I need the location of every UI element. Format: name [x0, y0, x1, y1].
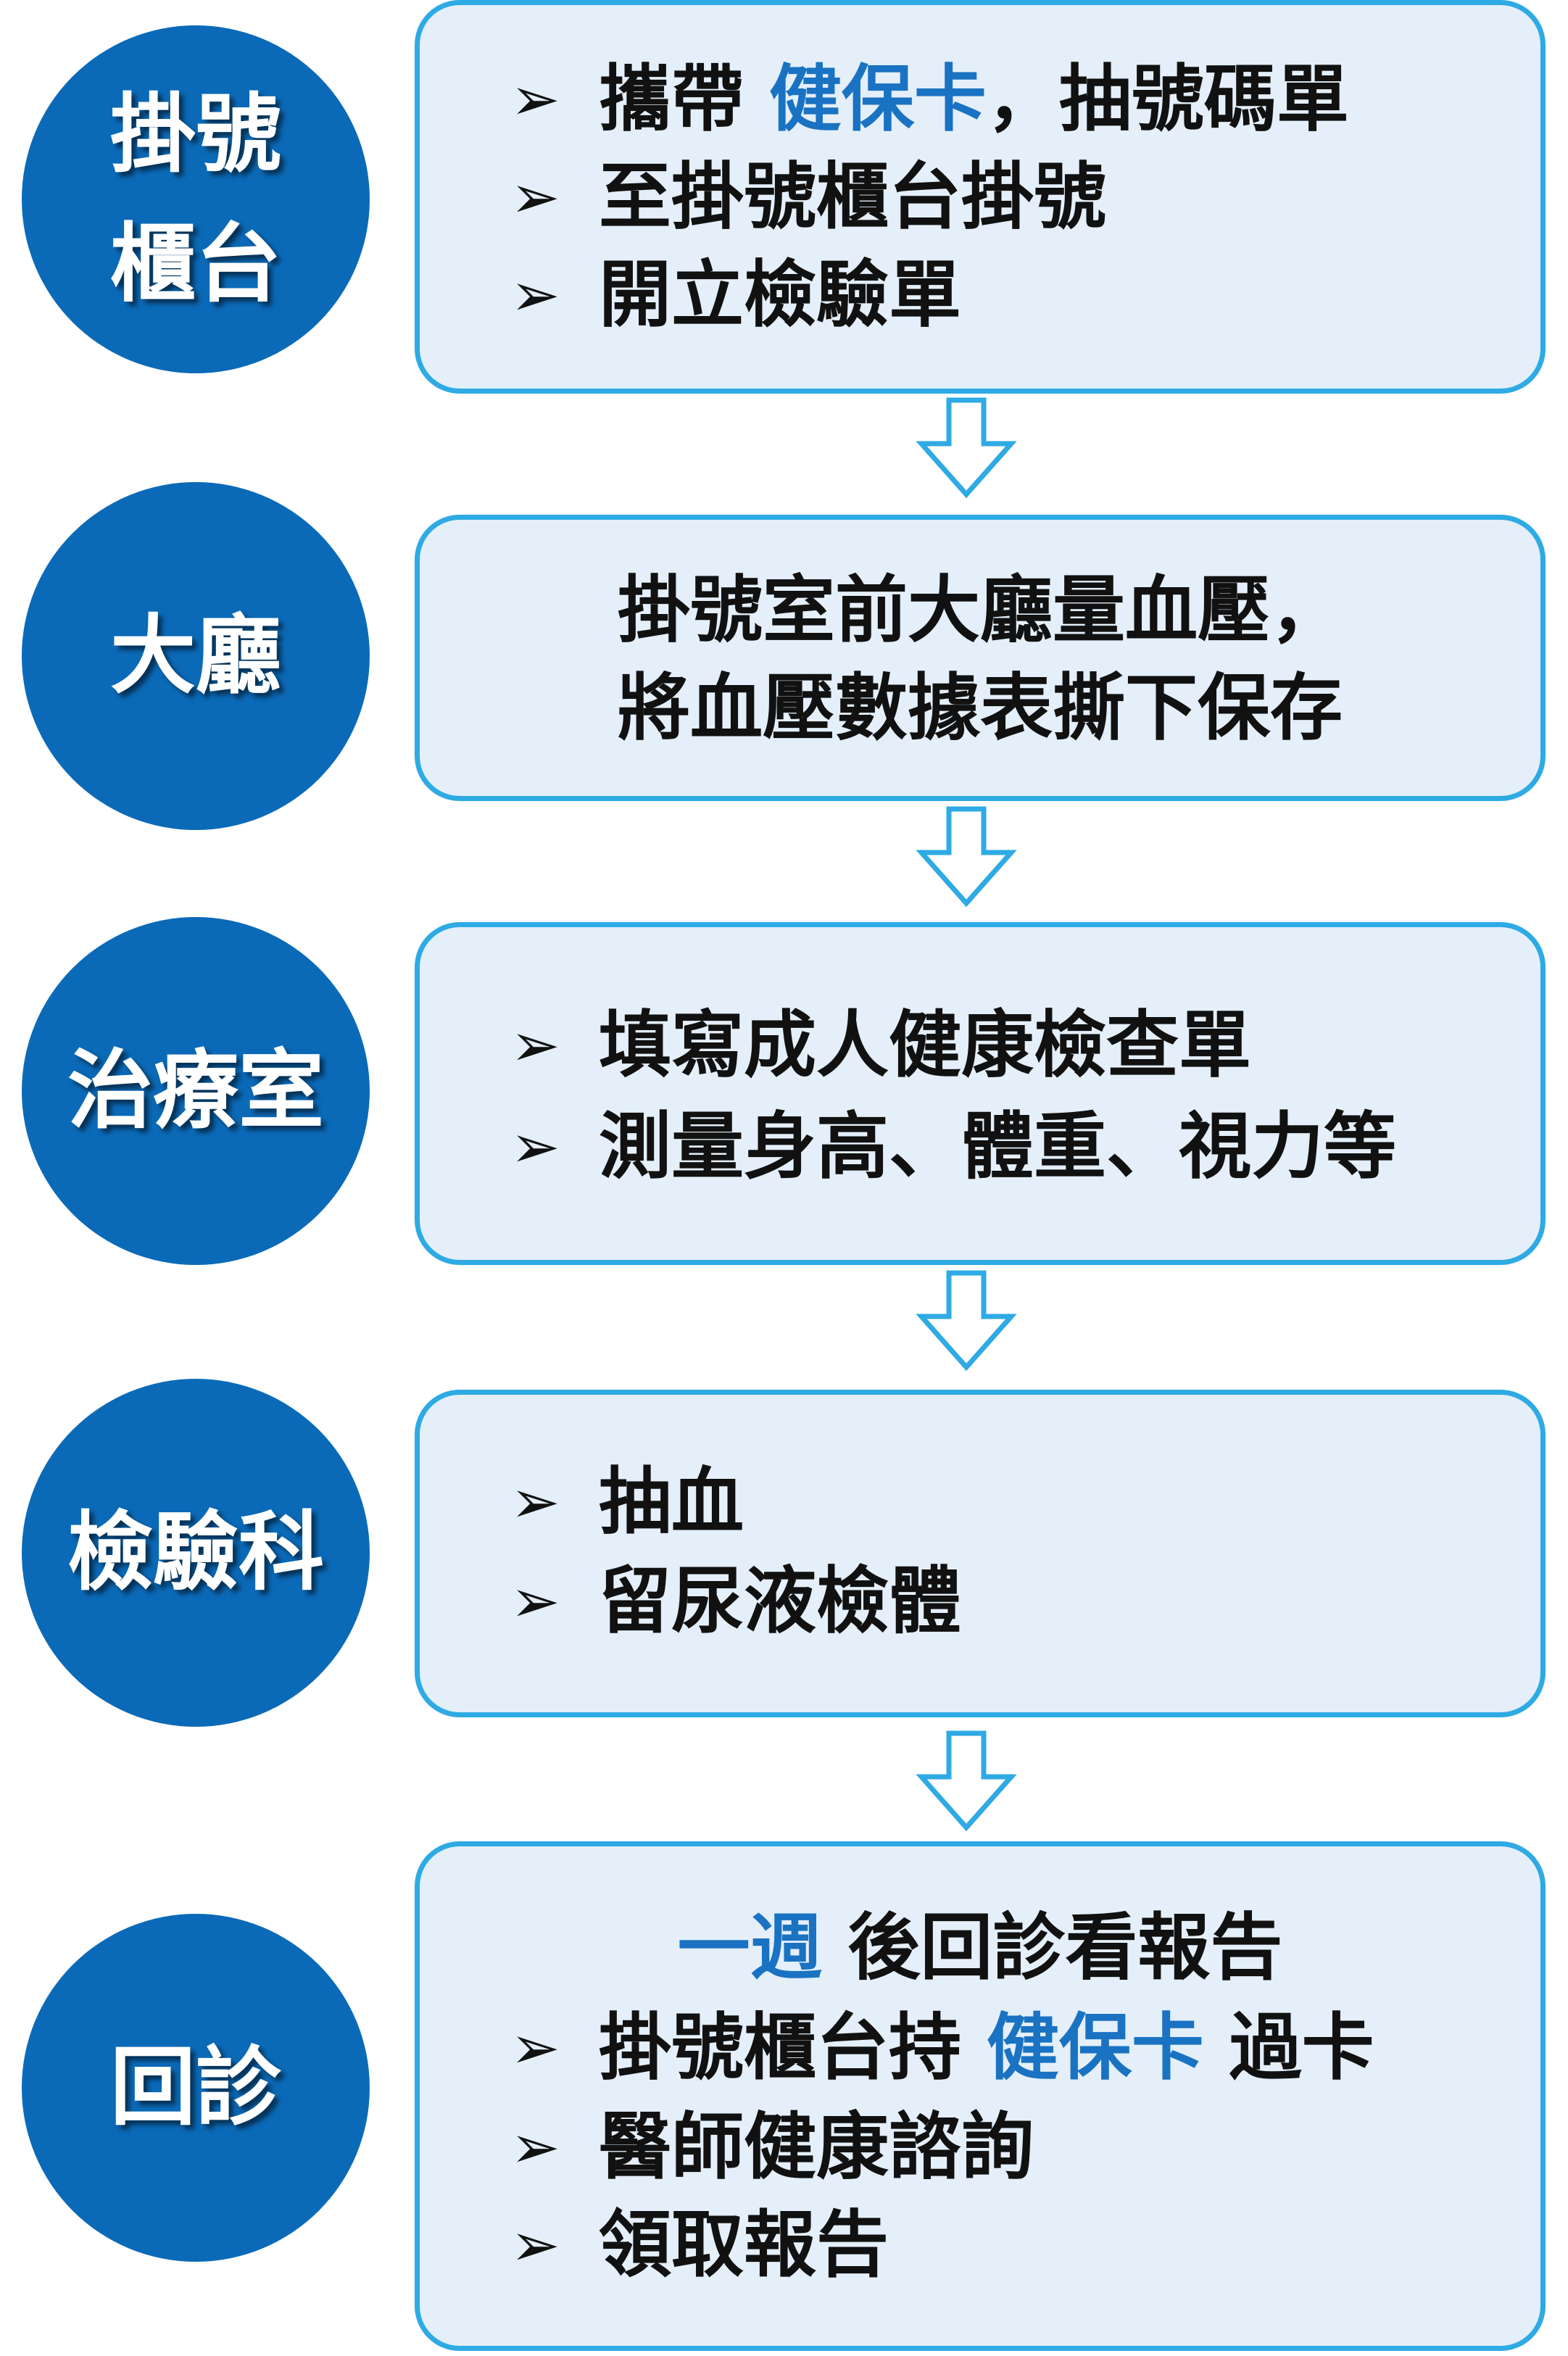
station-label: 檢驗科: [67, 1502, 324, 1603]
down-arrow-icon: [916, 806, 1017, 908]
step-line: ➢攜帶 健保卡，抽號碼單: [510, 63, 1349, 136]
step-box-laboratory: ➢抽血 ➢留尿液檢體: [415, 1390, 1546, 1717]
bullet-arrow-icon: ➢: [510, 65, 560, 134]
station-lobby: 大廳: [22, 482, 370, 830]
station-label: 掛號: [109, 83, 281, 184]
bullet-arrow-icon: ➢: [510, 1468, 560, 1537]
line-text: 留尿液檢體: [599, 1559, 961, 1643]
step-line: ➢掛號櫃台持 健保卡 過卡: [510, 2012, 1374, 2084]
station-registration: 掛號 櫃台: [22, 25, 370, 373]
line-text: 後回診看報告: [822, 1905, 1283, 1990]
line-text: 領取報告: [599, 2202, 889, 2287]
line-text: 開立檢驗單: [599, 252, 961, 337]
step-line: 將血壓數據表撕下保存: [618, 665, 1343, 750]
step-box-follow-up: 一週 後回診看報告 ➢掛號櫃台持 健保卡 過卡 ➢醫師健康諮詢 ➢領取報告: [415, 1841, 1546, 2351]
line-text: 過卡: [1203, 2005, 1374, 2090]
bullet-arrow-icon: ➢: [510, 1011, 560, 1080]
bullet-arrow-icon: ➢: [510, 1567, 560, 1636]
station-label: 回診: [109, 2037, 281, 2138]
highlight-text: 健保卡: [986, 2005, 1204, 2090]
station-label: 櫃台: [109, 214, 281, 314]
step-line: ➢醫師健康諮詢: [510, 2111, 1034, 2183]
step-line: ➢開立檢驗單: [510, 259, 961, 331]
step-box-registration: ➢攜帶 健保卡，抽號碼單 ➢至掛號櫃台掛號 ➢開立檢驗單: [415, 0, 1546, 394]
station-treatment-room: 治療室: [22, 917, 370, 1265]
line-text: 抽血: [599, 1459, 744, 1544]
line-text: 至掛號櫃台掛號: [599, 154, 1106, 239]
bullet-arrow-icon: ➢: [510, 261, 560, 330]
down-arrow-icon: [916, 397, 1017, 499]
step-line: ➢測量身高、體重、視力等: [510, 1111, 1396, 1183]
down-arrow-icon: [916, 1730, 1017, 1832]
step-line: ➢至掛號櫃台掛號: [510, 161, 1106, 233]
station-follow-up: 回診: [22, 1914, 370, 2262]
step-line: ➢領取報告: [510, 2209, 889, 2281]
bullet-arrow-icon: ➢: [510, 2211, 560, 2280]
step-line: 掛號室前大廳量血壓，: [618, 568, 1343, 652]
station-laboratory: 檢驗科: [22, 1379, 370, 1727]
step-line: ➢留尿液檢體: [510, 1565, 961, 1638]
line-text: 掛號櫃台持: [599, 2005, 987, 2090]
bullet-arrow-icon: ➢: [510, 2014, 560, 2083]
line-text: 測量身高、體重、視力等: [599, 1104, 1396, 1189]
station-label: 大廳: [109, 605, 281, 706]
line-text: 攜帶: [599, 57, 769, 141]
station-label: 治療室: [67, 1040, 324, 1141]
bullet-arrow-icon: ➢: [510, 2113, 560, 2182]
line-text: ，抽號碼單: [986, 57, 1349, 141]
bullet-arrow-icon: ➢: [510, 163, 560, 232]
down-arrow-icon: [916, 1270, 1017, 1372]
step-box-treatment-room: ➢填寫成人健康檢查單 ➢測量身高、體重、視力等: [415, 922, 1546, 1265]
line-text: 醫師健康諮詢: [599, 2104, 1034, 2189]
highlight-text: 健保卡: [768, 57, 987, 141]
highlight-text: 一週: [677, 1905, 823, 1990]
step-line: ➢填寫成人健康檢查單: [510, 1009, 1251, 1082]
bullet-arrow-icon: ➢: [510, 1113, 560, 1182]
step-line: 一週 後回診看報告: [420, 1912, 1540, 1984]
step-line: ➢抽血: [510, 1466, 744, 1538]
step-box-lobby: 掛號室前大廳量血壓， 將血壓數據表撕下保存: [415, 515, 1546, 801]
line-text: 填寫成人健康檢查單: [599, 1003, 1251, 1087]
